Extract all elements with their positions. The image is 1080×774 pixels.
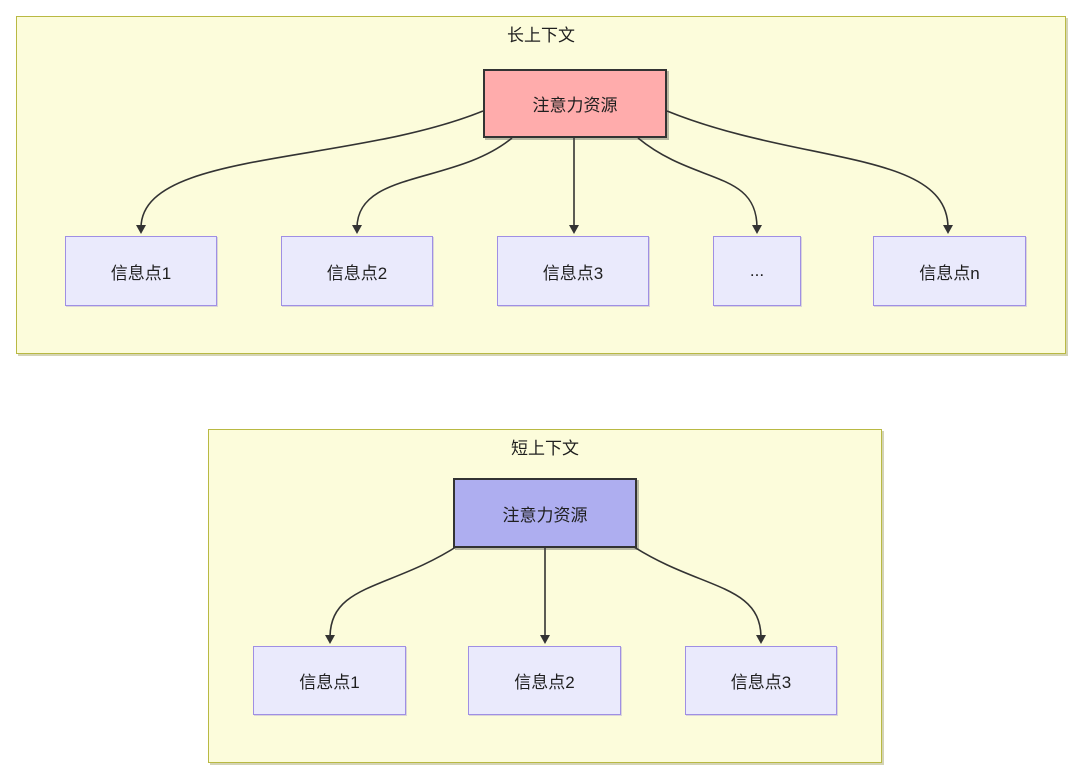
info-point-box: 信息点3: [685, 646, 837, 715]
long-context-title: 长上下文: [507, 26, 575, 45]
info-point-box: 信息点n: [873, 236, 1026, 306]
info-point-box: 信息点3: [497, 236, 649, 306]
info-point-box: 信息点1: [253, 646, 406, 715]
short-context-title: 短上下文: [511, 439, 579, 458]
info-point-box: 信息点2: [281, 236, 433, 306]
info-point-box: 信息点1: [65, 236, 217, 306]
info-point-box: 信息点2: [468, 646, 621, 715]
attention-resource-box-long: 注意力资源: [483, 69, 667, 138]
info-point-ellipsis-box: ...: [713, 236, 801, 306]
attention-resource-box-short: 注意力资源: [453, 478, 637, 548]
